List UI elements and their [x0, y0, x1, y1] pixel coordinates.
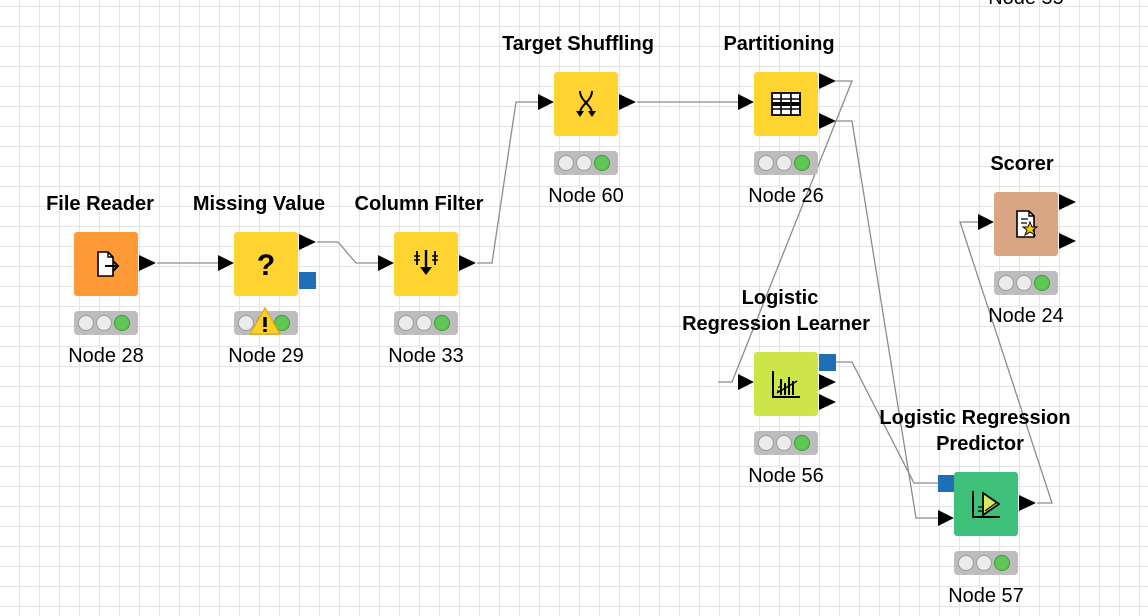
scorer-icon	[1016, 210, 1039, 238]
status-indicator-column-filter	[394, 311, 458, 335]
status-light-yellow	[976, 555, 992, 571]
out-port-56-a[interactable]	[819, 374, 836, 390]
node-title-lr-learner-line2: Regression Learner	[682, 313, 870, 335]
node-title-missing-value: Missing Value	[192, 193, 326, 215]
status-light-green	[434, 315, 450, 331]
status-light-green	[794, 435, 810, 451]
status-light-green	[274, 315, 290, 331]
status-light-yellow	[576, 155, 592, 171]
node-label-partitioning: Node 26	[748, 185, 824, 207]
status-light-red	[758, 155, 774, 171]
status-indicator-lr-learner	[754, 431, 818, 455]
node-title-column-filter: Column Filter	[354, 193, 484, 215]
status-indicator-target-shuffling	[554, 151, 618, 175]
node-title-lr-predictor-line2: Predictor	[936, 433, 1024, 455]
shuffle-icon	[576, 90, 596, 117]
status-light-green	[1034, 275, 1050, 291]
node-label-target-shuffling: Node 60	[548, 185, 624, 207]
status-light-red	[398, 315, 414, 331]
status-indicator-lr-predictor	[954, 551, 1018, 575]
connection-33-60[interactable]	[477, 101, 538, 264]
connection-57-24[interactable]	[959, 221, 1053, 504]
connection-26-57[interactable]	[836, 120, 938, 519]
out-port-29[interactable]	[299, 234, 316, 250]
model-in-port-57[interactable]	[938, 475, 955, 492]
node-target-shuffling[interactable]	[554, 72, 618, 136]
status-indicator-file-reader	[74, 311, 138, 335]
partition-icon	[771, 92, 801, 116]
node-scorer[interactable]	[994, 192, 1058, 256]
node-column-filter[interactable]	[394, 232, 458, 296]
connection-56-57[interactable]	[836, 361, 938, 484]
out-port-26-b[interactable]	[819, 113, 836, 129]
node-title-scorer: Scorer	[990, 153, 1054, 175]
in-port-33[interactable]	[378, 255, 394, 271]
file-reader-icon	[97, 251, 120, 277]
in-port-29[interactable]	[218, 255, 234, 271]
connection-26-56[interactable]	[718, 80, 853, 383]
node-label-lr-learner: Node 56	[748, 465, 824, 487]
status-indicator-scorer	[994, 271, 1058, 295]
warning-icon[interactable]	[248, 306, 282, 336]
node-label-column-filter: Node 33	[388, 345, 464, 367]
node-title-lr-learner-line1: Logistic	[741, 287, 819, 309]
status-light-red	[758, 435, 774, 451]
in-port-57[interactable]	[938, 510, 954, 526]
svg-text:?: ?	[257, 249, 275, 281]
status-light-yellow	[776, 155, 792, 171]
out-port-57[interactable]	[1019, 495, 1036, 511]
flow-port-29[interactable]	[299, 272, 316, 289]
status-light-green	[994, 555, 1010, 571]
connection-29-33[interactable]	[317, 241, 378, 264]
node-missing-value[interactable]: ?	[234, 232, 298, 296]
node-lr-predictor[interactable]	[954, 472, 1018, 536]
node-title-lr-predictor-line1: Logistic Regression	[879, 407, 1071, 429]
out-port-60[interactable]	[619, 94, 636, 110]
node-lr-learner[interactable]	[754, 352, 818, 416]
node-label-cut: Node 55	[985, 0, 1067, 10]
question-mark-icon: ?	[257, 249, 275, 281]
in-port-26[interactable]	[738, 94, 754, 110]
status-light-green	[114, 315, 130, 331]
node-label-scorer: Node 24	[988, 305, 1064, 327]
status-light-red	[238, 315, 254, 331]
status-light-red	[78, 315, 94, 331]
in-port-24[interactable]	[978, 214, 994, 230]
status-light-yellow	[1016, 275, 1032, 291]
status-light-red	[558, 155, 574, 171]
status-indicator-partitioning	[754, 151, 818, 175]
node-title-partitioning: Partitioning	[723, 33, 835, 55]
node-file-reader[interactable]	[74, 232, 138, 296]
status-light-green	[794, 155, 810, 171]
status-light-yellow	[96, 315, 112, 331]
in-port-60[interactable]	[538, 94, 554, 110]
status-light-red	[998, 275, 1014, 291]
status-light-red	[958, 555, 974, 571]
out-port-28[interactable]	[139, 255, 156, 271]
node-label-missing-value: Node 29	[228, 345, 304, 367]
out-port-24-b[interactable]	[1059, 233, 1076, 249]
status-light-green	[594, 155, 610, 171]
node-title-file-reader: File Reader	[46, 193, 154, 215]
regression-chart-icon	[772, 371, 800, 398]
column-filter-icon	[414, 250, 438, 275]
node-title-target-shuffling: Target Shuffling	[502, 33, 654, 55]
in-port-56[interactable]	[738, 374, 754, 390]
out-port-56-b[interactable]	[819, 394, 836, 410]
out-port-24-a[interactable]	[1059, 194, 1076, 210]
status-light-yellow	[776, 435, 792, 451]
node-partitioning[interactable]	[754, 72, 818, 136]
status-light-yellow	[416, 315, 432, 331]
node-label-file-reader: Node 28	[68, 345, 144, 367]
predictor-icon	[972, 491, 1001, 518]
out-port-33[interactable]	[459, 255, 476, 271]
node-label-lr-predictor: Node 57	[948, 585, 1024, 607]
model-port-56[interactable]	[819, 354, 836, 371]
out-port-26-a[interactable]	[819, 73, 836, 89]
